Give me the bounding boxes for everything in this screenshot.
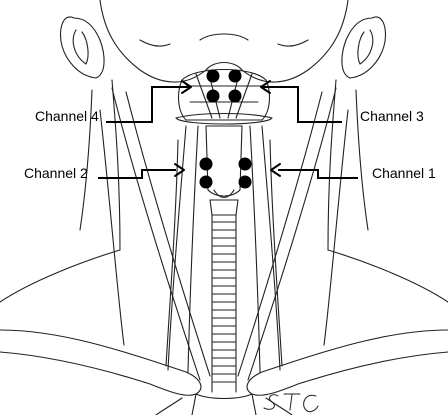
right-sternocleidomastoid [247, 87, 337, 381]
hyoid-bone [175, 112, 273, 125]
artist-signature [263, 393, 319, 413]
left-shoulder [0, 249, 121, 303]
channel-3-leader [262, 86, 342, 123]
electrode-ch3-lower [228, 89, 242, 103]
tracheal-rings [211, 221, 237, 383]
channel-1-arrowhead [270, 163, 281, 177]
trachea [211, 214, 237, 393]
left-strap-muscle [167, 125, 199, 373]
thyroid-cartilage [205, 125, 243, 197]
channel-4-arrowhead [181, 80, 192, 94]
electrode-ch1-lower [238, 175, 252, 189]
right-shoulder [327, 249, 448, 303]
electrode-markers [199, 69, 252, 189]
channel-4-label: Channel 4 [35, 108, 99, 124]
left-clavicle [0, 329, 202, 396]
leader-lines [98, 86, 358, 179]
jaw-outline [99, 0, 349, 83]
channel-2-label: Channel 2 [24, 165, 88, 181]
channel-4-leader [106, 86, 190, 123]
manubrium [191, 393, 257, 415]
left-ear [59, 16, 105, 79]
electrode-ch3-upper [228, 69, 242, 83]
channel-2-leader [98, 169, 176, 179]
channel-1-leader [278, 169, 358, 179]
electrode-ch2-lower [199, 175, 213, 189]
electrode-ch2-upper [199, 157, 213, 171]
channel-1-label: Channel 1 [372, 165, 436, 181]
electrode-ch4-upper [206, 69, 220, 83]
channel-2-arrowhead [174, 163, 185, 177]
arrowheads [174, 80, 281, 177]
submandibular-muscles [177, 68, 271, 121]
channel-3-arrowhead [260, 80, 271, 94]
right-ear [341, 16, 387, 79]
left-neck-contour [111, 79, 121, 251]
channel-3-label: Channel 3 [360, 108, 424, 124]
left-sternocleidomastoid [111, 87, 201, 381]
right-neck-contour [327, 79, 337, 251]
electrode-ch1-upper [238, 157, 252, 171]
right-clavicle [246, 329, 448, 396]
electrode-ch4-lower [206, 89, 220, 103]
right-strap-muscle [249, 125, 281, 373]
